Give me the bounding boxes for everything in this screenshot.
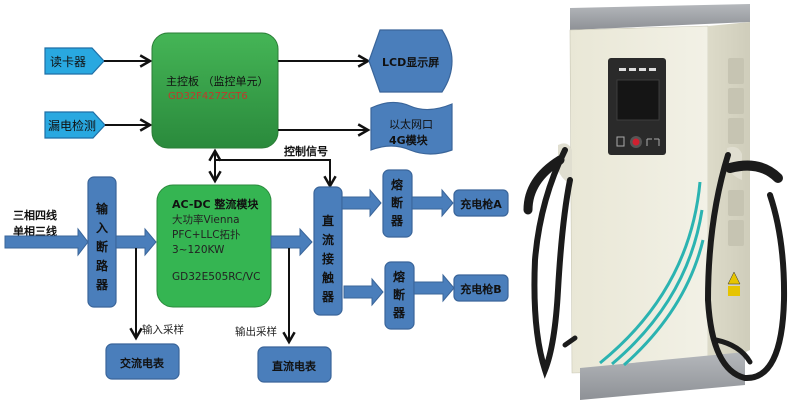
acdc-title: AC-DC 整流模块 xyxy=(172,197,259,211)
right-charging-gun xyxy=(704,152,788,382)
fuse-b-char-0: 熔 xyxy=(393,269,406,284)
acdc-line3: 3~120KW xyxy=(172,244,225,256)
input-breaker-char-4: 器 xyxy=(95,278,109,292)
input-breaker-char-1: 入 xyxy=(96,221,108,235)
emergency-stop-red xyxy=(632,138,640,146)
fuse-b-char-1: 断 xyxy=(393,287,405,302)
dc-charger-illustration xyxy=(523,4,788,400)
side-vents xyxy=(728,58,744,246)
plug-icon xyxy=(646,138,660,146)
input-breaker-block: 输 入 断 路 器 xyxy=(87,176,117,308)
fuse-a-char-2: 器 xyxy=(390,214,404,228)
main-board-title: 主控板 （监控单元） xyxy=(166,74,269,88)
arrow-acdc-to-contactor xyxy=(270,227,313,257)
gun-a-label: 充电枪A xyxy=(460,197,502,211)
status-led-1 xyxy=(619,68,626,71)
acdc-line1: 大功率Vienna xyxy=(172,213,240,226)
status-led-4 xyxy=(649,68,656,71)
dc-meter-block: 直流电表 xyxy=(257,346,332,383)
dc-contactor-char-3: 触 xyxy=(322,270,334,285)
power-input-line2: 单相三线 xyxy=(13,224,57,238)
charger-top-cap xyxy=(570,4,750,30)
arrow-fuse-a-to-gun-a xyxy=(411,188,454,218)
card-reader-block: 读卡器 xyxy=(44,47,105,75)
network-label-line1: 以太网口 xyxy=(389,118,433,131)
arrow-fuse-b-to-gun-b xyxy=(413,273,455,303)
acdc-line2: PFC+LLC拓扑 xyxy=(172,228,241,241)
dc-contactor-block: 直 流 接 触 器 xyxy=(313,186,343,316)
input-breaker-char-2: 断 xyxy=(96,239,108,254)
dc-contactor-char-0: 直 xyxy=(322,213,334,228)
leakage-detect-block: 漏电检测 xyxy=(44,111,106,139)
warning-sticker-icon xyxy=(727,271,741,285)
lcd-screen xyxy=(616,79,660,121)
left-charging-gun xyxy=(523,147,578,379)
dc-contactor-char-1: 流 xyxy=(322,232,334,247)
main-control-board: 主控板 （监控单元） GD32F427ZGT6 xyxy=(151,32,279,149)
network-label-line2: 4G模块 xyxy=(389,133,429,147)
dc-contactor-char-4: 器 xyxy=(321,290,335,304)
lcd-display-block: LCD显示屏 xyxy=(368,29,453,93)
power-input-line1: 三相四线 xyxy=(13,208,57,222)
arrow-contactor-to-fuse-b xyxy=(343,277,384,307)
fuse-a-char-1: 断 xyxy=(391,195,403,210)
fuse-a-char-0: 熔 xyxy=(391,177,404,192)
charging-gun-b-block: 充电枪B xyxy=(453,274,509,302)
charging-gun-a-block: 充电枪A xyxy=(453,189,509,217)
control-signal-line xyxy=(215,159,337,189)
network-4g-block: 以太网口 4G模块 xyxy=(370,101,453,155)
main-board-chip: GD32F427ZGT6 xyxy=(168,91,248,102)
card-reader-icon xyxy=(616,136,625,147)
status-led-3 xyxy=(639,68,646,71)
charger-base xyxy=(580,352,745,400)
input-breaker-char-3: 路 xyxy=(96,258,109,273)
fuse-b-block: 熔 断 器 xyxy=(384,261,415,330)
output-sampling-label: 输出采样 xyxy=(235,325,277,338)
acdc-rectifier-module: AC-DC 整流模块 大功率Vienna PFC+LLC拓扑 3~120KW G… xyxy=(156,184,272,308)
teal-swoosh-decoration xyxy=(599,181,705,367)
status-led-2 xyxy=(629,68,636,71)
control-panel xyxy=(608,58,666,155)
arrow-breaker-to-acdc xyxy=(115,227,157,257)
gun-b-label: 充电枪B xyxy=(460,282,501,296)
leakage-detect-label: 漏电检测 xyxy=(48,118,96,133)
fuse-a-block: 熔 断 器 xyxy=(382,169,413,238)
fuse-b-char-2: 器 xyxy=(392,306,406,320)
acdc-chip: GD32E505RC/VC xyxy=(172,271,260,283)
input-breaker-char-0: 输 xyxy=(96,201,109,216)
ac-meter-label: 交流电表 xyxy=(120,356,165,370)
system-block-diagram: 读卡器 漏电检测 主控板 （监控单元） GD32F427ZGT6 LCD显示屏 … xyxy=(4,29,509,383)
dc-contactor-char-2: 接 xyxy=(322,251,334,266)
input-sampling-label: 输入采样 xyxy=(142,323,184,336)
warning-label xyxy=(728,286,740,296)
ac-meter-block: 交流电表 xyxy=(105,343,180,380)
card-reader-label: 读卡器 xyxy=(50,55,86,69)
control-signal-label: 控制信号 xyxy=(284,144,328,158)
arrow-power-input xyxy=(4,227,89,257)
arrow-contactor-to-fuse-a xyxy=(341,188,382,218)
dc-meter-label: 直流电表 xyxy=(272,359,317,373)
lcd-label: LCD显示屏 xyxy=(382,56,439,69)
